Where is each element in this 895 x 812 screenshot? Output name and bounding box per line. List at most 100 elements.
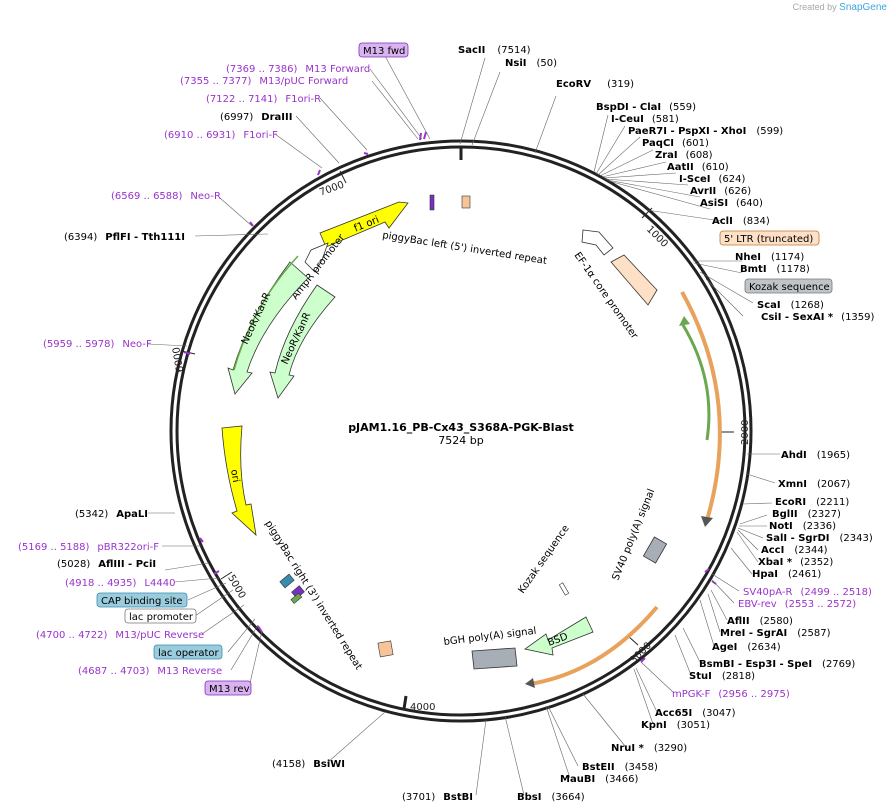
snapgene-logo: SnapGene [839, 2, 887, 13]
kozak-top-box [744, 278, 833, 294]
tick-4000: 4000 [410, 702, 435, 713]
site-ecori: EcoRI(2211) [775, 497, 849, 508]
cx43-green-arc [681, 324, 711, 441]
site-nhei: NheI(1174) [735, 252, 804, 263]
lac-cluster-green [290, 592, 303, 604]
primer-f1ori-r: (7122 .. 7141)F1ori-R [206, 94, 321, 105]
cx43-cds-arrowhead [701, 516, 713, 527]
primer-labels: (7369 .. 7386)M13 Forward (7355 .. 7377)… [18, 64, 872, 700]
site-bbsi: BbsI(3664) [517, 792, 585, 803]
site-kpni: KpnI(3051) [641, 720, 710, 731]
pb-left-label: piggyBac left (5') inverted repeat [382, 230, 548, 267]
site-afiii: AflII(2580) [727, 616, 793, 627]
f1-ori-label: f1 ori [353, 215, 381, 235]
pgk-arc [529, 605, 659, 686]
credit-prefix: Created by [792, 2, 837, 12]
m13-fwd-box [358, 42, 409, 58]
sv40-label: SV40 poly(A) signal [611, 487, 658, 582]
site-avrii: AvrII(626) [690, 186, 751, 197]
site-acc65i: Acc65I(3047) [655, 708, 736, 719]
site-pflfi: (6394)PflFI - Tth111I [64, 232, 185, 243]
primer-neo-r: (6569 .. 6588)Neo-R [111, 191, 221, 202]
kozak-top-label: Kozak sequence [749, 282, 830, 293]
primer-pbr322ori-f: (5169 .. 5188)pBR322ori-F [18, 542, 159, 553]
site-csii: CsiI - SexAI *(1359) [761, 312, 875, 323]
site-iceui: I-CeuI(581) [611, 114, 679, 125]
site-hpai: HpaI(2461) [752, 569, 821, 580]
primer-sv40pa-r: SV40pA-R(2499 .. 2518) [743, 587, 872, 598]
ltr-label-box [719, 230, 820, 246]
lac-cluster-purple [291, 585, 305, 599]
site-bsmbi: BsmBI - Esp3I - SpeI(2769) [699, 659, 855, 670]
neo-inner-arrow [269, 284, 336, 399]
site-draiii: (6997)DraIII [220, 112, 292, 123]
site-sali: SalI - SgrDI(2343) [766, 533, 873, 544]
site-aatii: AatII(610) [667, 162, 729, 173]
neo-outer-green-arc [233, 255, 299, 371]
site-zrai: ZraI(608) [655, 150, 713, 161]
lac-promoter-label: lac promoter [129, 612, 194, 623]
plasmid-length: 7524 bp [438, 434, 483, 447]
primer-ebv-rev: EBV-rev(2553 .. 2572) [738, 599, 856, 610]
bsd-label: BSD [546, 631, 570, 649]
bgh-label: bGH poly(A) signal [443, 626, 537, 648]
site-agei: AgeI(2634) [712, 642, 781, 653]
site-iscei: I-SceI(624) [679, 174, 746, 185]
plasmid-name: pJAM1.16_PB-Cx43_S368A-PGK-Blast [348, 421, 574, 434]
lac-operator-label: lac operator [158, 648, 219, 659]
primer-m13-puc-reverse: (4700 .. 4722)M13/pUC Reverse [36, 630, 204, 641]
pb-left-marker [429, 194, 435, 211]
leader-lines [147, 55, 780, 796]
site-acli: AclI(834) [712, 216, 770, 227]
ampr-promoter-arrow [304, 242, 329, 273]
site-xbai: XbaI *(2352) [758, 557, 833, 568]
site-paer7i: PaeR7I - PspXI - XhoI(599) [628, 126, 783, 137]
cap-box [96, 592, 188, 608]
site-bmti: BmtI(1178) [740, 264, 810, 275]
lac-cluster-blue [279, 573, 295, 589]
site-acci: AccI(2344) [761, 545, 828, 556]
pb-left-box [461, 195, 471, 209]
ltr-label: 5' LTR (truncated) [724, 234, 813, 245]
bgh-box [471, 647, 518, 670]
bsd-arrow [524, 616, 594, 656]
ori-label: ori [228, 469, 241, 484]
site-nsii: NsiI(50) [505, 58, 557, 69]
site-xmni: XmnI(2067) [778, 479, 850, 490]
m13-rev-box [204, 680, 252, 696]
primer-markers [183, 131, 717, 663]
site-bglii: BglII(2327) [772, 509, 841, 520]
site-nrui: NruI *(3290) [611, 743, 687, 754]
primer-m13-reverse: (4687 .. 4703)M13 Reverse [78, 666, 222, 677]
sv40-box [642, 536, 668, 564]
site-bspdi: BspDI - ClaI(559) [596, 102, 696, 113]
pb-right-box [377, 640, 394, 658]
site-paqci: PaqCI(601) [642, 138, 709, 149]
cx43-cds-arc [680, 291, 722, 521]
primer-neo-f: (5959 .. 5978)Neo-F [43, 339, 152, 350]
snapgene-credit: Created by SnapGene [793, 2, 887, 13]
site-bsteii: BstEII(3458) [582, 762, 658, 773]
boxed-labels: M13 fwd M13 rev 5' LTR (truncated) Kozak… [96, 42, 833, 696]
cx43-green-arrowhead [679, 316, 690, 326]
site-labels: SacII(7514) NsiI(50) EcoRV(319) BspDI - … [57, 45, 875, 803]
site-scai: ScaI(1268) [757, 300, 824, 311]
kozak-inner-marker [558, 582, 570, 596]
ori-arrow [221, 425, 257, 537]
site-ahdi: AhdI(1965) [781, 450, 850, 461]
lac-operator-box [153, 644, 223, 660]
ltr-box [610, 254, 658, 306]
site-asisi: AsiSI(640) [700, 198, 763, 209]
site-bstbi: (3701)BstBI [402, 792, 473, 803]
primer-m13-puc-forward: (7355 .. 7377)M13/pUC Forward [180, 76, 348, 87]
site-bsiwi: (4158)BsiWI [272, 759, 345, 770]
site-noti: NotI(2336) [769, 521, 836, 532]
site-apali: (5342)ApaLI [75, 509, 148, 520]
ef1a-promoter-arrow [581, 229, 614, 256]
site-stui: StuI(2818) [689, 671, 755, 682]
site-mrei: MreI - SgrAI(2587) [720, 628, 831, 639]
tick-1000: 1000 [644, 224, 670, 250]
tick-6000: 6000 [171, 346, 186, 373]
primer-f1ori-f: (6910 .. 6931)F1ori-F [164, 130, 278, 141]
